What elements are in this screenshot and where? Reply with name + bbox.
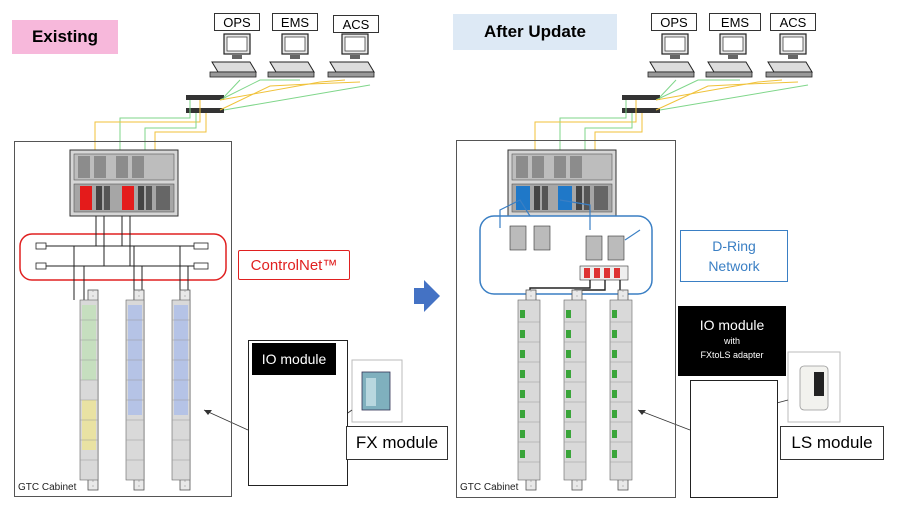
right-dring-ring [479,215,653,295]
right-io-sub1: with [723,336,740,346]
existing-tag: Existing [12,20,118,54]
right-label-acs: ACS [770,13,816,31]
left-switch-bottom-icon [186,108,224,113]
right-io-title: IO module [699,317,765,333]
left-ops-pc-icon [209,33,257,78]
right-network-label: D-Ring Network [680,230,788,282]
transition-arrow-icon [414,280,440,312]
left-label-acs: ACS [333,15,379,33]
left-io-rail-1-icon [79,289,99,491]
left-io-title: IO module [252,343,336,375]
left-controlnet-ring [19,233,227,281]
right-module-name: LS module [780,426,884,460]
left-gtc-cabinet [14,141,232,497]
left-switch-top-icon [186,95,224,100]
left-fx-module-photo-icon [337,359,403,423]
right-label-ops: OPS [651,13,697,31]
right-ems-pc-icon [705,33,753,78]
right-dring-adapters-icon [509,225,629,281]
left-acs-pc-icon [327,33,375,78]
left-network-label: ControlNet™ [238,250,350,280]
right-controller-rack-icon [507,149,617,217]
right-label-ems: EMS [709,13,761,31]
left-module-name: FX module [346,426,448,460]
left-label-ops: OPS [214,13,260,31]
right-io-callout [690,380,778,498]
left-controller-rack-icon [69,149,179,217]
right-ls-module-photo-icon [757,351,841,423]
left-cabinet-label: GTC Cabinet [18,482,77,493]
right-gtc-cabinet [456,140,676,498]
after-update-tag: After Update [453,14,617,50]
right-acs-pc-icon [765,33,813,78]
right-switch-bottom-icon [622,108,660,113]
right-io-title-box: IO module with FXtoLS adapter [678,306,786,376]
right-cabinet-label: GTC Cabinet [460,482,519,493]
right-switch-top-icon [622,95,660,100]
right-io-sub2: FXtoLS adapter [700,350,764,360]
right-ops-pc-icon [647,33,695,78]
left-ems-pc-icon [267,33,315,78]
left-label-ems: EMS [272,13,318,31]
